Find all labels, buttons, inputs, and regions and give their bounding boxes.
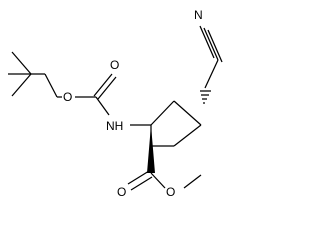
bond-carbamate-co-double-1 bbox=[93, 73, 113, 97]
amine-nh-label: NH bbox=[106, 119, 123, 133]
hashed-bond-to-ch2 bbox=[200, 90, 211, 104]
bond-ester-c-to-ether-o bbox=[150, 172, 166, 189]
molecule-diagram: N O O NH O O bbox=[8, 8, 223, 199]
bond-ester-co-double-2 bbox=[130, 176, 153, 191]
nitrile-nitrogen-label: N bbox=[194, 8, 203, 22]
bond-ch2-to-nitrile-c bbox=[204, 59, 219, 89]
bond-ring-top-left bbox=[150, 100, 175, 126]
bond-ester-co-double-1 bbox=[127, 170, 150, 185]
bond-ch2-to-ch2 bbox=[44, 73, 58, 98]
bond-ring-right bbox=[173, 124, 202, 147]
wedge-bond-to-ester bbox=[147, 125, 155, 173]
ester-carbonyl-oxygen-label: O bbox=[117, 185, 126, 199]
bond-tbu-methyl-top bbox=[11, 51, 32, 75]
bond-nitrile-triple-3 bbox=[207, 29, 223, 63]
bond-tbu-methyl-bottom bbox=[11, 73, 32, 97]
bond-carbamate-co-double-2 bbox=[97, 76, 117, 100]
carbamate-ether-oxygen-label: O bbox=[63, 90, 72, 104]
bond-nitrile-triple-2 bbox=[203, 27, 219, 61]
carbamate-carbonyl-oxygen-label: O bbox=[110, 58, 119, 72]
bond-ring-top-right bbox=[173, 100, 202, 126]
bond-nitrile-triple-1 bbox=[199, 25, 215, 59]
ester-ether-oxygen-label: O bbox=[166, 185, 175, 199]
structure-canvas: N O O NH O O bbox=[8, 8, 223, 199]
bond-carbonyl-c-to-nh bbox=[95, 96, 110, 116]
bond-ether-o-to-methyl bbox=[183, 174, 202, 189]
